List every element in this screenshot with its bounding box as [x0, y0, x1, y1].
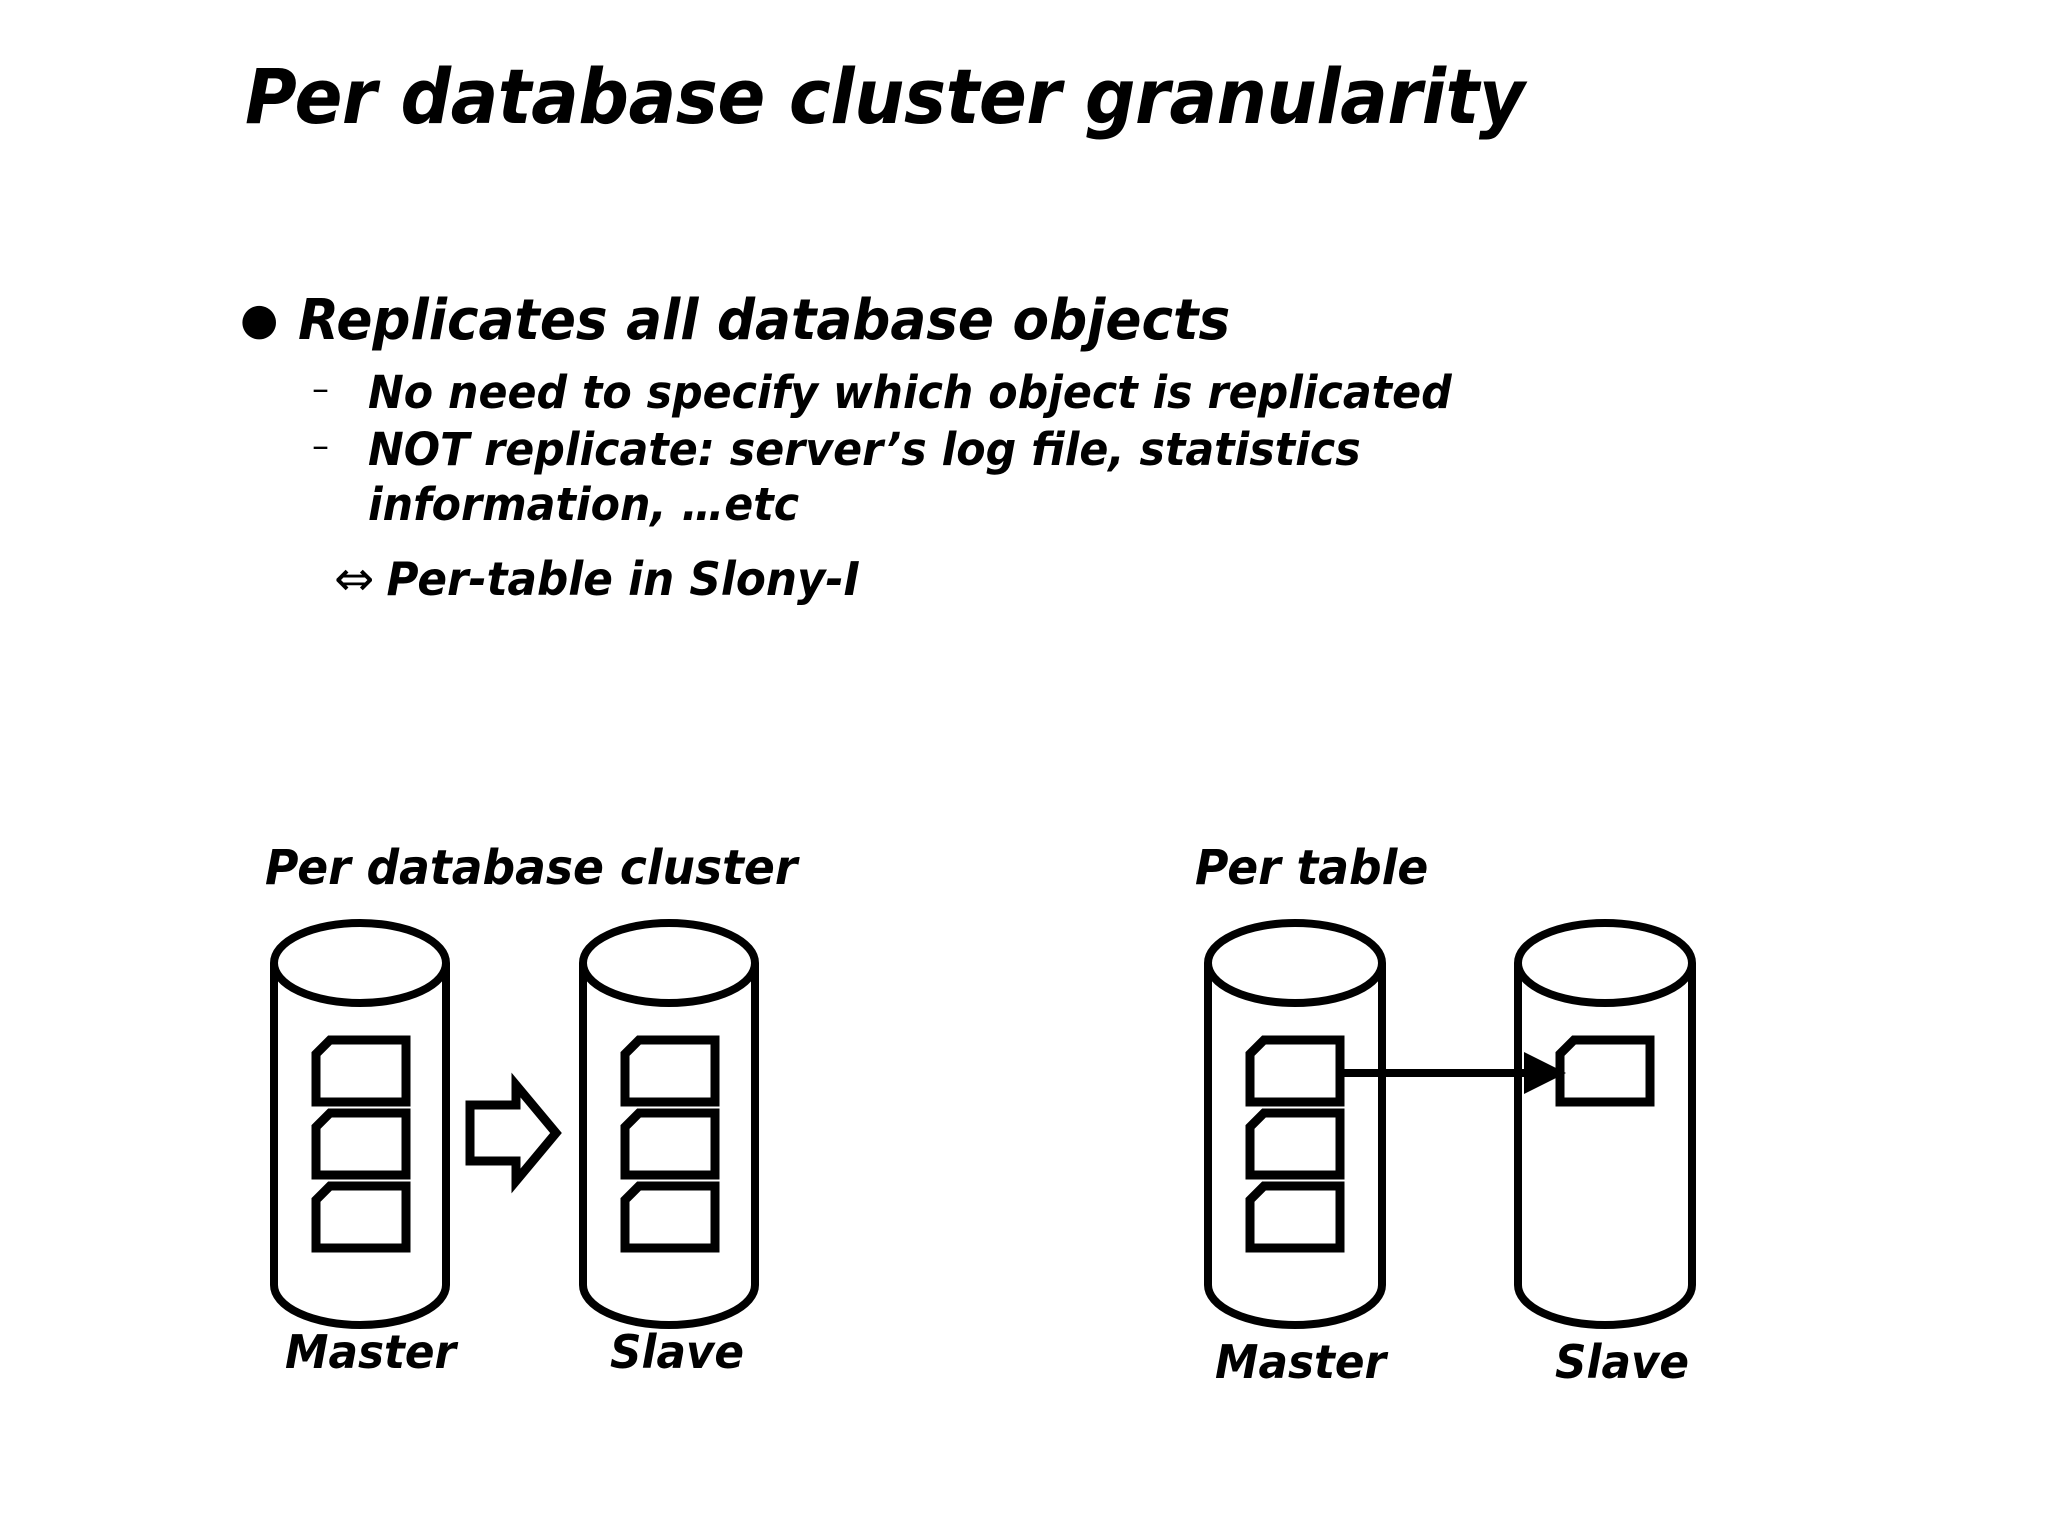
page-title: Per database cluster granularity	[245, 52, 1525, 141]
bullet-list: ● Replicates all database objects – No n…	[240, 288, 1740, 609]
bullet-level1-item: ● Replicates all database objects	[240, 288, 1740, 353]
dash-marker-icon: –	[312, 368, 329, 409]
diagram-caption-per-database-cluster: Per database cluster	[265, 840, 798, 896]
bullet-level2-label: No need to specify which object is repli…	[368, 365, 1452, 419]
diagram-caption-per-table: Per table	[1195, 840, 1429, 896]
comparison-line: ⇔ Per-table in Slony-I	[334, 551, 1740, 609]
bullet-level2-item: – No need to specify which object is rep…	[312, 365, 1740, 420]
comparison-label: Per-table in Slony-I	[386, 551, 861, 606]
left-right-double-arrow-icon: ⇔	[334, 550, 375, 607]
sub-bullet-list: – No need to specify which object is rep…	[312, 365, 1740, 609]
bullet-dot-icon: ●	[240, 294, 279, 345]
label-slave-left: Slave	[610, 1325, 745, 1379]
dash-marker-icon: –	[312, 426, 329, 467]
label-slave-right: Slave	[1555, 1335, 1690, 1389]
label-master-left: Master	[285, 1325, 457, 1379]
diagram-area: Per database cluster Per table	[0, 820, 2048, 1460]
bullet-level2-item: – NOT replicate: server’s log file, stat…	[312, 422, 1740, 533]
bullet-level1-label: Replicates all database objects	[298, 288, 1231, 353]
bullet-level2-label: NOT replicate: server’s log file, statis…	[368, 423, 1361, 532]
label-master-right: Master	[1215, 1335, 1387, 1389]
